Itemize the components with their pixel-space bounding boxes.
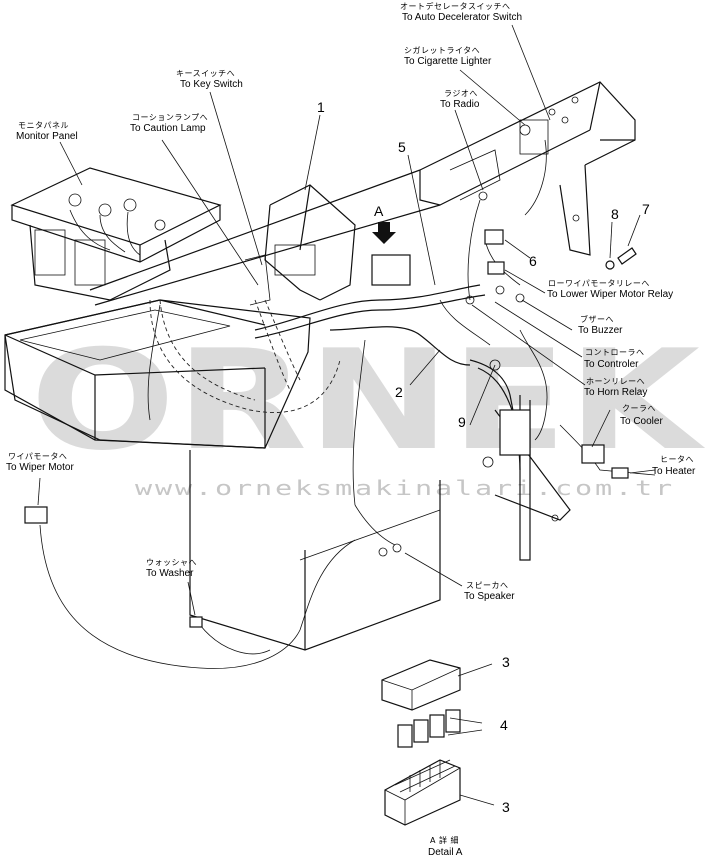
callout-2: 2	[395, 384, 403, 400]
callout-1: 1	[317, 99, 325, 115]
washer-8-icon	[605, 260, 615, 270]
connectors	[24, 124, 637, 628]
part-1-housing	[244, 184, 356, 306]
console-box	[4, 299, 441, 651]
label-cooler-jp: クーラへ	[622, 404, 656, 413]
label-detail-en: Detail A	[428, 847, 463, 857]
connector-a-icon	[371, 254, 411, 286]
label-wiper-jp: ワイパモータへ	[8, 452, 67, 461]
label-horn-jp: ホーンリレーへ	[586, 377, 645, 386]
heater-connector-icon	[611, 467, 629, 479]
label-view-a: A	[374, 203, 384, 219]
callout-8: 8	[611, 206, 619, 222]
label-key-switch-jp: キースイッチへ	[176, 69, 235, 78]
callout-3: 3	[502, 654, 510, 670]
label-speaker-jp: スピーカへ	[466, 581, 509, 590]
callout-6: 6	[529, 253, 537, 269]
label-lower-wiper-en: To Lower Wiper Motor Relay	[547, 289, 673, 300]
relay-group	[397, 709, 461, 748]
label-lower-wiper-jp: ローワイパモータリレーへ	[548, 279, 650, 288]
bolt-7-icon	[617, 247, 637, 265]
label-wiper-en: To Wiper Motor	[6, 462, 74, 473]
label-controller-jp: コントローラへ	[585, 348, 645, 357]
label-washer-jp: ウォッシャへ	[146, 558, 197, 567]
label-controller-en: To Controler	[584, 359, 639, 370]
callout-4: 4	[500, 717, 508, 733]
label-radio-jp: ラジオへ	[444, 89, 478, 98]
label-cigarette-jp: シガレットライタへ	[404, 45, 480, 55]
label-heater-jp: ヒータへ	[660, 455, 694, 464]
label-washer-en: To Washer	[146, 568, 194, 579]
label-cigarette-en: To Cigarette Lighter	[404, 56, 492, 67]
label-detail-jp: A 詳 細	[430, 835, 459, 845]
label-heater-en: To Heater	[652, 466, 696, 477]
label-caution-jp: コーションランプへ	[132, 113, 208, 122]
wire-harness	[39, 139, 656, 669]
monitor-panel	[10, 167, 222, 301]
label-cooler-en: To Cooler	[620, 416, 663, 427]
labels: オートデセレータスイッチへ To Auto Decelerator Switch…	[6, 1, 696, 857]
label-monitor-jp: モニタパネル	[18, 121, 69, 130]
callout-3b: 3	[502, 799, 510, 815]
view-arrow-icon	[372, 222, 396, 244]
label-radio-en: To Radio	[440, 99, 480, 110]
leader-lines	[37, 24, 656, 806]
callouts: 1 2 3 4 5 6 7 8 9 3	[317, 99, 650, 815]
cooler-connector-icon	[581, 444, 605, 464]
label-monitor-en: Monitor Panel	[16, 131, 78, 142]
label-key-switch-en: To Key Switch	[180, 79, 243, 90]
lower-bracket	[494, 395, 571, 561]
label-auto-decel-jp: オートデセレータスイッチへ	[400, 1, 511, 11]
callout-5: 5	[398, 139, 406, 155]
detail-a	[381, 659, 461, 826]
label-buzzer-jp: ブザーへ	[580, 314, 614, 324]
wiper-connector-icon	[24, 506, 48, 524]
callout-9: 9	[458, 414, 466, 430]
watermark-url: www.orneksmakinalari.com.tr	[135, 476, 675, 500]
right-frame	[89, 81, 636, 306]
label-horn-en: To Horn Relay	[584, 387, 647, 398]
watermark: ORNEK www.orneksmakinalari.com.tr	[30, 320, 706, 500]
label-speaker-en: To Speaker	[464, 591, 515, 602]
label-caution-en: To Caution Lamp	[130, 123, 206, 134]
callout-7: 7	[642, 201, 650, 217]
label-auto-decel-en: To Auto Decelerator Switch	[402, 12, 522, 23]
washer-connector-icon	[189, 616, 203, 628]
label-buzzer-en: To Buzzer	[578, 325, 623, 336]
